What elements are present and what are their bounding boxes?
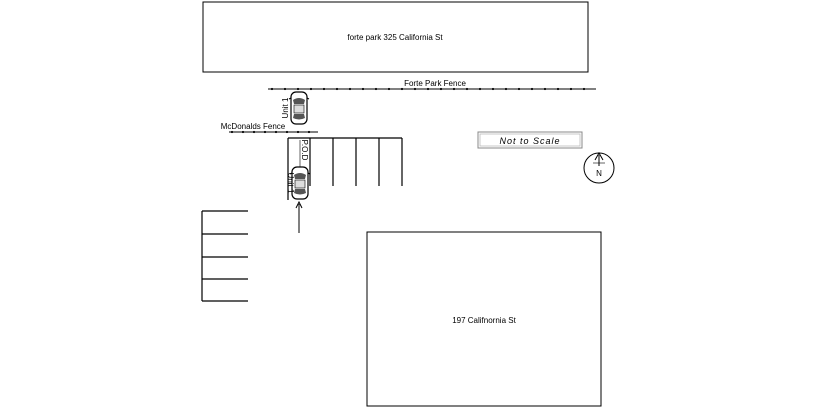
fence-post: [263, 130, 267, 134]
north-compass: N: [583, 151, 615, 184]
fence-post: [252, 130, 256, 134]
parking-stalls-north: [287, 137, 403, 200]
pod-label: P.O.D: [300, 140, 309, 161]
scale-note: Not to Scale: [477, 131, 583, 149]
building-197-california: 197 Califnornia St: [366, 231, 602, 407]
mcdonalds-fence: McDonalds Fence: [221, 122, 318, 134]
fence-post: [387, 87, 391, 91]
fence-post: [296, 130, 300, 134]
fence-post: [556, 87, 560, 91]
fence-post: [426, 87, 430, 91]
fence-post: [504, 87, 508, 91]
parking-stalls-west: [201, 210, 248, 302]
vehicle-unit-bottom-label: Unit 1: [286, 173, 295, 194]
scale-note-label: Not to Scale: [499, 136, 560, 146]
fence-post: [400, 87, 404, 91]
fence-post: [530, 87, 534, 91]
vehicle-unit-top: Unit 1: [281, 91, 310, 125]
forte-park-fence-label: Forte Park Fence: [404, 79, 466, 88]
fence-post: [296, 87, 300, 91]
fence-post: [274, 130, 278, 134]
fence-post: [478, 87, 482, 91]
vehicle-unit-top-label: Unit 1: [281, 97, 290, 118]
fence-post: [270, 87, 274, 91]
compass-north-label: N: [596, 169, 602, 178]
building-197-california-label: 197 Califnornia St: [452, 316, 516, 325]
fence-post: [241, 130, 245, 134]
building-forte-park-label: forte park 325 California St: [347, 33, 443, 42]
mcdonalds-fence-posts: [230, 130, 311, 134]
building-forte-park: forte park 325 California St: [202, 1, 589, 73]
fence-post: [335, 87, 339, 91]
fence-post: [285, 130, 289, 134]
forte-park-fence: Forte Park Fence: [268, 79, 596, 91]
direction-arrow: [295, 200, 303, 233]
fence-post: [465, 87, 469, 91]
fence-post: [283, 87, 287, 91]
fence-post: [491, 87, 495, 91]
fence-post: [309, 87, 313, 91]
vehicle-unit-bottom: Unit 1: [286, 166, 311, 200]
fence-post: [413, 87, 417, 91]
fence-post: [569, 87, 573, 91]
fence-post: [439, 87, 443, 91]
forte-park-fence-posts: [270, 87, 586, 91]
fence-post: [452, 87, 456, 91]
fence-post: [543, 87, 547, 91]
fence-post: [361, 87, 365, 91]
fence-post: [517, 87, 521, 91]
fence-post: [348, 87, 352, 91]
fence-post: [322, 87, 326, 91]
fence-post: [307, 130, 311, 134]
fence-post: [374, 87, 378, 91]
mcdonalds-fence-label: McDonalds Fence: [221, 122, 286, 131]
fence-post: [582, 87, 586, 91]
fence-post: [230, 130, 234, 134]
